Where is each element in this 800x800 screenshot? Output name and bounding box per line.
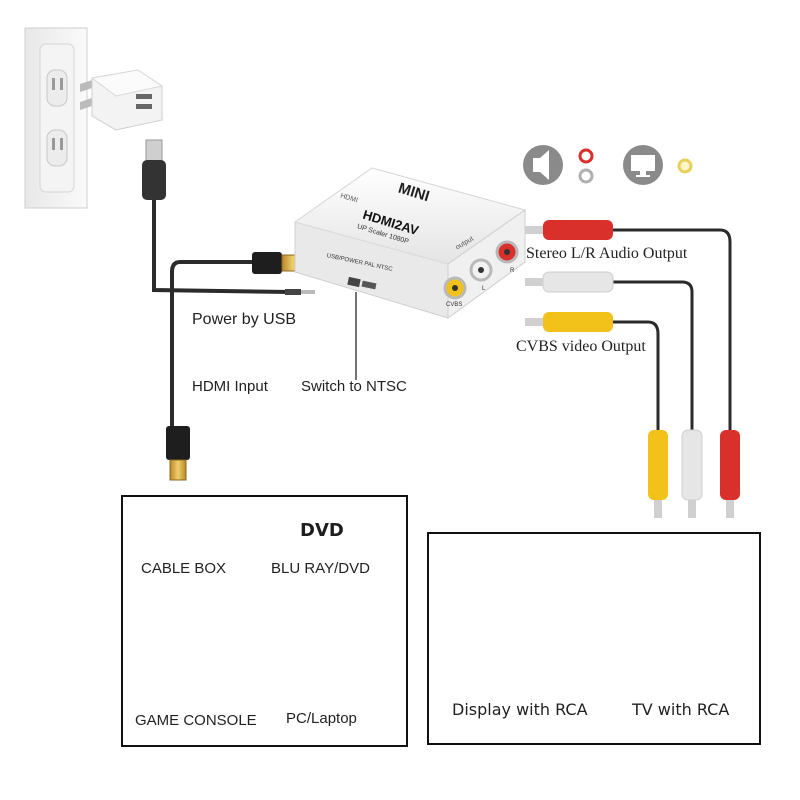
converter-cvbs-label: CVBS — [446, 302, 463, 308]
display-with-rca-label: Display with RCA — [452, 700, 588, 719]
rca-cables — [525, 220, 740, 518]
pc-laptop-label: PC/Laptop — [286, 710, 357, 727]
tv-with-rca-label: TV with RCA — [632, 700, 730, 719]
cvbs-video-output-label: CVBS video Output — [516, 338, 646, 355]
display-devices-panel — [427, 532, 761, 745]
monitor-icon — [623, 145, 663, 185]
dvd-logo-text: DVD — [300, 520, 344, 541]
power-by-usb-label: Power by USB — [192, 311, 297, 328]
source-devices-panel — [121, 495, 408, 747]
hdmi-plug-icon — [166, 252, 305, 481]
converter-r-label: R — [510, 268, 515, 274]
audio-lr-dots — [578, 148, 594, 184]
video-dot — [677, 158, 693, 174]
game-console-label: GAME CONSOLE — [135, 712, 257, 729]
cable-box-label: CABLE BOX — [141, 560, 227, 577]
usb-plug-icon — [142, 139, 315, 295]
stereo-audio-output-label: Stereo L/R Audio Output — [526, 245, 688, 262]
converter-l-label: L — [482, 286, 486, 292]
blu-ray-dvd-label: BLU RAY/DVD — [271, 560, 370, 577]
converter-box — [293, 167, 527, 319]
wall-outlet-icon — [24, 27, 88, 209]
switch-to-ntsc-label: Switch to NTSC — [301, 378, 407, 395]
speaker-icon — [523, 145, 563, 185]
usb-charger-icon — [80, 69, 164, 131]
hdmi-input-label: HDMI Input — [192, 378, 268, 395]
